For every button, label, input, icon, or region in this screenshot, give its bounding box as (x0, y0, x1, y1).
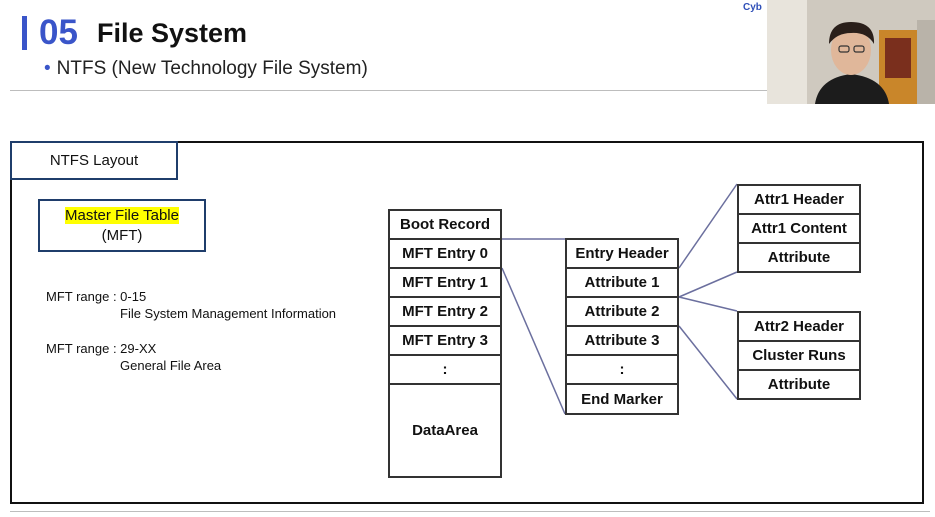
brand-logo-text: Cyb (743, 2, 762, 13)
cell-attribute-1: Attribute 1 (567, 269, 677, 298)
link-attr1-bottom (678, 271, 738, 298)
cell-data-area: DataArea (412, 422, 478, 439)
cell-attribute-3: Attribute 3 (567, 327, 677, 356)
subtitle-text: NTFS (New Technology File System) (56, 58, 368, 79)
slide-title: File System (97, 18, 248, 48)
footer-divider (10, 511, 930, 512)
cell-mft-entry-0: MFT Entry 0 (390, 240, 500, 269)
cell-cluster-runs: Cluster Runs (739, 342, 859, 371)
cell-entry-ellipsis: : (567, 356, 677, 385)
cell-attr1-header: Attr1 Header (739, 186, 859, 215)
mft-structure-column: Boot Record MFT Entry 0 MFT Entry 1 MFT … (388, 209, 502, 478)
cell-mft-entry-1: MFT Entry 1 (390, 269, 500, 298)
range-2-label: MFT range : 29-XX (46, 341, 157, 356)
cell-attr2-header: Attr2 Header (739, 313, 859, 342)
slide-subtitle: •NTFS (New Technology File System) (44, 57, 368, 81)
cell-entry-header: Entry Header (567, 240, 677, 269)
webcam-overlay (767, 0, 935, 104)
cell-mft-entry-2: MFT Entry 2 (390, 298, 500, 327)
link-entry1-endmarker (501, 267, 566, 415)
mft-entry-column: Entry Header Attribute 1 Attribute 2 Att… (565, 238, 679, 415)
cell-boot-record: Boot Record (390, 211, 500, 240)
mft-title: Master File Table (65, 207, 179, 224)
range-1-label: MFT range : 0-15 (46, 289, 147, 304)
cell-end-marker: End Marker (581, 390, 663, 408)
link-attr2-top (678, 296, 738, 312)
layout-frame (10, 141, 924, 504)
cell-attr1-attribute: Attribute (767, 249, 831, 266)
section-number: 05 (39, 13, 78, 52)
cell-main-ellipsis: : (390, 356, 500, 385)
mft-abbr: (MFT) (101, 227, 143, 244)
bullet-icon: • (44, 58, 51, 79)
cell-mft-entry-3: MFT Entry 3 (390, 327, 500, 356)
cell-attr1-content: Attr1 Content (739, 215, 859, 244)
cell-attr2-attribute: Attribute (767, 376, 831, 393)
layout-label: NTFS Layout (10, 141, 178, 180)
cell-attribute-2: Attribute 2 (567, 298, 677, 327)
link-attr1-top (678, 183, 738, 269)
presenter-video-icon (767, 0, 935, 104)
range-1-desc: File System Management Information (120, 306, 337, 321)
header-divider (10, 90, 770, 91)
link-attr2-bottom (678, 325, 738, 400)
section-accent-bar (22, 16, 27, 50)
mft-box: Master File Table (MFT) (38, 199, 206, 252)
attr2-column: Attr2 Header Cluster Runs Attribute (737, 311, 861, 400)
range-2-desc: General File Area (120, 358, 222, 373)
attr1-column: Attr1 Header Attr1 Content Attribute (737, 184, 861, 273)
